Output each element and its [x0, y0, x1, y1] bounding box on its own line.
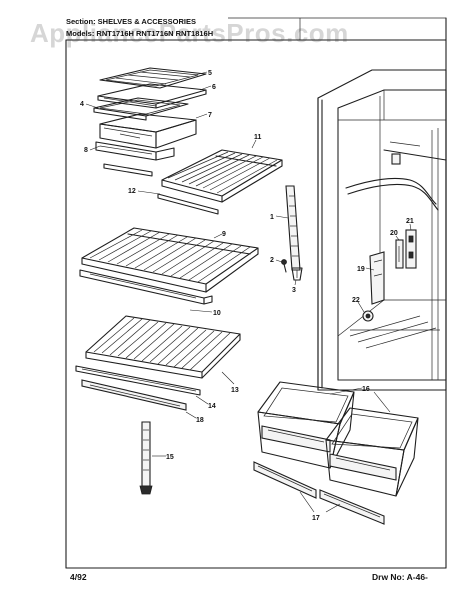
- callout-16: 16: [329, 386, 391, 413]
- part-17-rail-right: [319, 489, 385, 525]
- callout-6: 6: [199, 84, 216, 91]
- part-11-wire-shelf: [161, 149, 283, 203]
- svg-text:18: 18: [196, 417, 204, 424]
- part-12-shelf-trim: [157, 193, 219, 215]
- callout-21: 21: [406, 218, 414, 231]
- svg-text:9: 9: [222, 231, 226, 238]
- svg-text:8: 8: [84, 147, 88, 154]
- svg-text:12: 12: [128, 188, 136, 195]
- part-17-rail-left: [253, 461, 317, 499]
- svg-text:13: 13: [231, 387, 239, 394]
- svg-text:6: 6: [212, 84, 216, 91]
- callout-9: 9: [213, 231, 226, 239]
- callout-2: 2: [270, 257, 283, 264]
- part-1-shelf-ladder: [285, 185, 301, 271]
- part-21-control: [405, 229, 417, 269]
- part-20-sensor: [395, 239, 404, 269]
- section-title: Section: SHELVES & ACCESSORIES: [66, 17, 196, 26]
- part-5-shelf-frame: [99, 67, 207, 89]
- callout-3: 3: [292, 279, 297, 294]
- svg-text:15: 15: [166, 454, 174, 461]
- callout-19: 19: [357, 266, 375, 273]
- svg-text:11: 11: [254, 134, 262, 141]
- callout-7: 7: [195, 112, 212, 119]
- part-9-wires: [89, 229, 251, 283]
- callout-4: 4: [80, 101, 99, 109]
- callout-22: 22: [352, 297, 365, 313]
- part-13-ribs: [93, 317, 231, 371]
- svg-text:2: 2: [270, 257, 274, 264]
- callout-8: 8: [84, 145, 101, 154]
- refrigerator-cabinet: [317, 69, 447, 391]
- svg-text:21: 21: [406, 218, 414, 225]
- svg-text:19: 19: [357, 266, 365, 273]
- part-7-drawer: [99, 113, 197, 149]
- part-22-plug: [362, 310, 374, 322]
- part-2-screw: [281, 259, 287, 273]
- svg-text:22: 22: [352, 297, 360, 304]
- svg-text:14: 14: [208, 403, 216, 410]
- callout-17: 17: [299, 491, 341, 522]
- part-4-crisper-cover: [93, 97, 189, 121]
- svg-text:10: 10: [213, 310, 221, 317]
- part-18-shelf-rail: [81, 379, 187, 411]
- floor-vent: [349, 315, 437, 349]
- footer-date: 4/92: [70, 572, 87, 582]
- page-frame: [65, 17, 447, 569]
- callout-5: 5: [194, 70, 212, 77]
- part-15-shelf-bracket: [139, 421, 153, 495]
- part-14-shelf-trim: [75, 365, 201, 396]
- callout-14: 14: [195, 395, 216, 410]
- watermark-text: AppliancePartsPros.com: [30, 18, 349, 48]
- svg-text:1: 1: [270, 214, 274, 221]
- svg-text:20: 20: [390, 230, 398, 237]
- part-9-wire-shelf: [81, 227, 259, 293]
- callout-15: 15: [152, 454, 174, 461]
- part-10-shelf-trim: [79, 269, 213, 305]
- svg-text:3: 3: [292, 287, 296, 294]
- part-11-wires: [167, 151, 278, 194]
- svg-text:16: 16: [362, 386, 370, 393]
- part-16-crisper-left: [257, 381, 355, 469]
- callout-20: 20: [390, 230, 400, 241]
- part-13-glass-shelf: [85, 315, 241, 379]
- callout-10: 10: [189, 309, 221, 317]
- svg-text:17: 17: [312, 515, 320, 522]
- part-8-rail: [103, 163, 153, 177]
- part-6-shelf-glass: [97, 83, 207, 109]
- svg-text:7: 7: [208, 112, 212, 119]
- svg-text:5: 5: [208, 70, 212, 77]
- callout-12: 12: [128, 188, 161, 195]
- callout-13: 13: [221, 371, 239, 394]
- models-line: Models: RNT1716H RNT1716N RNT1816H: [66, 29, 213, 38]
- callout-1: 1: [270, 214, 289, 221]
- svg-text:4: 4: [80, 101, 84, 108]
- footer-drawing-number: Drw No: A-46-: [372, 572, 428, 582]
- part-3-bracket: [291, 267, 303, 281]
- callout-18: 18: [185, 411, 204, 424]
- part-16-crisper-right: [325, 407, 419, 497]
- part-19-bracket: [369, 251, 385, 305]
- callout-11: 11: [251, 134, 262, 149]
